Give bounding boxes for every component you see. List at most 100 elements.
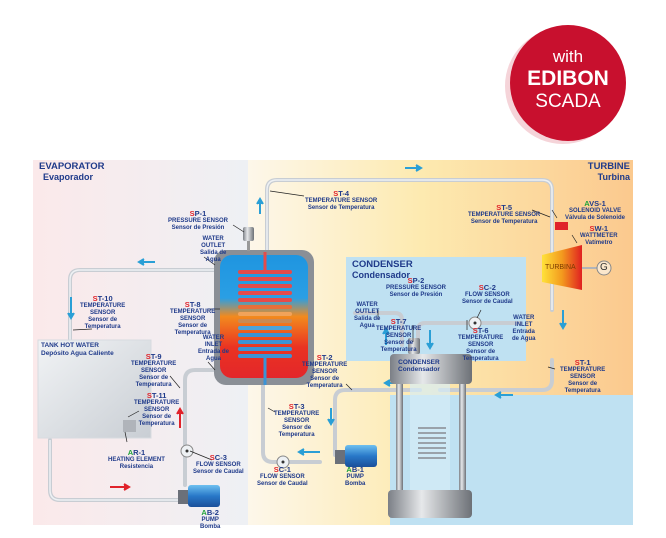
sensors-st5-code-text: T-5 <box>501 203 513 212</box>
arrow-left-pump1 <box>297 448 320 456</box>
arrow-up-cond-out <box>382 327 390 345</box>
sensors-st3-name2-text: SENSOR <box>283 418 310 424</box>
condenser-subtitle: Condensador <box>352 270 411 280</box>
device-code: ST-9 <box>131 352 176 361</box>
device-code: ST-8 <box>170 300 215 309</box>
components-evap-water-inlet-l1-text: WATER <box>202 335 225 341</box>
sensors-st8-name2-text: SENSOR <box>179 316 206 322</box>
edibon-scada-badge: with EDIBON SCADA <box>510 25 626 141</box>
sensors-sp2-es-text: Sensor de Presión <box>389 292 443 298</box>
solenoid-valve-body <box>555 222 568 230</box>
actuators-ar1-prefix-text: A <box>127 448 134 457</box>
device-code: SC-3 <box>193 453 244 462</box>
sensors-st10-code-text: T-10 <box>97 294 113 303</box>
sensors-st1-es1-text: Sensor de <box>568 381 598 387</box>
actuators-ab1-name-text: PUMP <box>346 474 364 480</box>
tank-subtitle: Depósito Agua Caliente <box>41 350 114 357</box>
actuators-avs1-prefix-text: A <box>584 199 590 208</box>
turbine-section-title: TURBINE Turbina <box>584 161 630 183</box>
components-evap-water-outlet-l1-text: WATER <box>202 236 224 242</box>
device-code: ST-11 <box>134 391 179 400</box>
sc2-flow-meter <box>468 316 482 330</box>
turbine <box>542 222 612 290</box>
sensors-st1-name1-text: TEMPERATURE <box>560 367 606 373</box>
sensors-st6-prefix-text: S <box>472 326 478 335</box>
sensors-st2-code-text: T-2 <box>321 353 333 362</box>
sensors-st1-code-text: T-1 <box>579 358 591 367</box>
device-code: SC-1 <box>257 465 308 474</box>
sensors-sp2-code-text: P-2 <box>412 276 425 285</box>
sensors-st7-name2-text: SENSOR <box>385 333 412 339</box>
sensors-st7-prefix-text: S <box>390 317 396 326</box>
sensors-st9-name1-text: TEMPERATURE <box>131 361 177 367</box>
sensors-sc3-es-text: Sensor de Caudal <box>193 469 244 475</box>
sensors-st1-name2-text: SENSOR <box>569 374 596 380</box>
arrow-left-bottom-right <box>494 391 513 399</box>
device-code: SP-1 <box>168 209 228 218</box>
sensors-st7-code-text: T-7 <box>395 317 407 326</box>
actuators-ab2-es-text: Bomba <box>200 524 221 530</box>
device-code: SC-2 <box>462 283 513 292</box>
sensors-st4-name-text: TEMPERATURE SENSOR <box>305 198 378 204</box>
components-condenser-body-title-text: CONDENSER <box>398 359 440 366</box>
sensors-sw1-code-text: W-1 <box>594 224 609 233</box>
pipe-pump1-to-evap <box>261 370 322 464</box>
actuators-ar1-es-text: Resistencia <box>119 464 154 470</box>
components-cond-water-inlet-l2-text: INLET <box>515 322 533 328</box>
sensors-st5-name-text: TEMPERATURE SENSOR <box>468 212 541 218</box>
sensors-st9-code-text: T-9 <box>150 352 162 361</box>
condenser-title: CONDENSER <box>352 259 413 270</box>
generator <box>596 260 612 276</box>
sensors-st1-prefix-text: S <box>574 358 580 367</box>
device-code: AB-2 <box>200 508 220 517</box>
condenser-body-label: CONDENSER Condensador <box>398 359 440 373</box>
sensors-sc3-name-text: FLOW SENSOR <box>196 462 241 468</box>
pump-ab2 <box>178 485 220 507</box>
sensors-sc3-prefix-text: S <box>209 453 215 462</box>
sensors-sp1-es-text: Sensor de Presión <box>171 225 225 231</box>
pipe-cond-outlet <box>353 311 404 347</box>
sensors-sp2-prefix-text: S <box>407 276 413 285</box>
components-condenser-body-subtitle-text: Condensador <box>398 366 440 373</box>
sensors-st10-name1-text: TEMPERATURE <box>80 303 126 309</box>
actuators-ab2-name-text: PUMP <box>201 517 219 523</box>
components-evap-water-outlet-l2-text: OUTLET <box>201 243 226 249</box>
badge-line-edibon: EDIBON <box>527 67 609 90</box>
arrow-up-hot <box>176 407 184 428</box>
sensors-st7-es1-text: Sensor de <box>384 340 414 346</box>
tank-title: TANK HOT WATER <box>41 342 99 349</box>
sensors-st11-es2-text: Temperatura <box>138 421 175 427</box>
sensors-st9-prefix-text: S <box>145 352 151 361</box>
components-cond-water-outlet-l3-text: Salida de <box>354 316 381 322</box>
sensors-sp1-prefix-text: S <box>189 209 195 218</box>
arrow-left-evap <box>137 258 155 266</box>
sensors-sw1-name-text: WATTMETER <box>580 233 618 239</box>
components-cond-water-inlet-l4-text: de Agua <box>512 336 536 342</box>
sensors-st3-es2-text: Temperatura <box>278 432 315 438</box>
sensors-st11-code-text: T-11 <box>151 391 167 400</box>
sensors-st8-prefix-text: S <box>184 300 190 309</box>
sensors-sc1-prefix-text: S <box>273 465 279 474</box>
